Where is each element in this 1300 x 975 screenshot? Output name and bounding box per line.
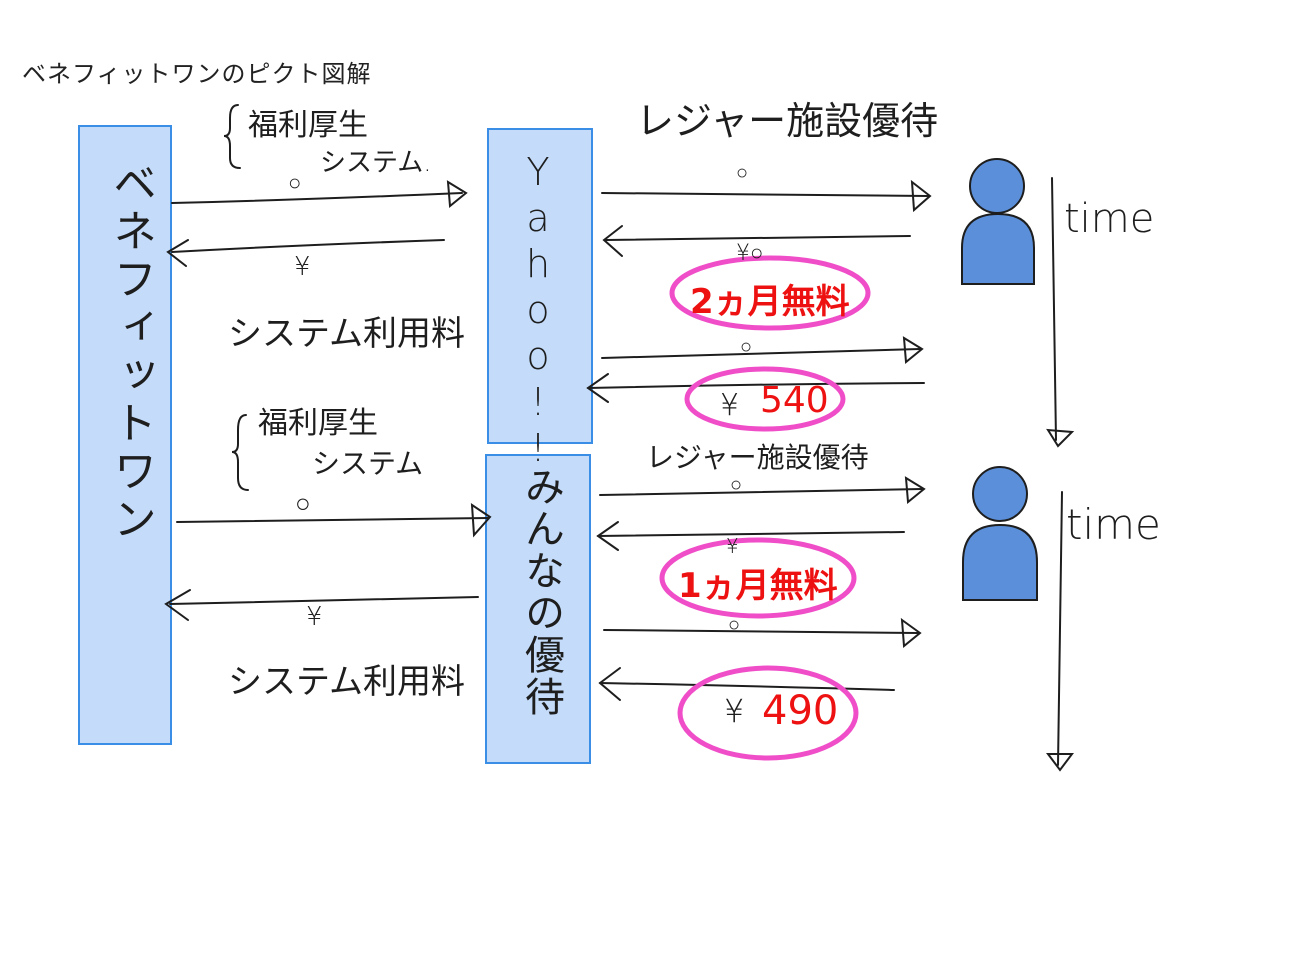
arrow-service-to-minna [176,517,489,523]
arrow-minna-to-user-2 [603,629,919,634]
right-bottom-highlight-1: 1ヵ月無料 [678,566,838,606]
right-top-highlight-2: 540 [760,380,829,421]
bottom-fee-label: システム利用料 [228,662,465,702]
highlight-circle-540 [684,366,846,432]
arrow-yahoo-to-user-1 [601,192,929,197]
right-bottom-service-mark-2: ○ [728,612,741,636]
bottom-service-label-2: システム [312,447,424,480]
right-top-price-yen-2: ¥ [720,388,740,423]
arrow-yahoo-to-user-2 [601,348,921,359]
user-bottom [962,466,1038,601]
arrow-user-to-yahoo-1 [605,235,911,241]
right-top-time-label: time [1064,196,1155,242]
minna-label: みんなの優待 [518,466,564,718]
benefit-one-label: ベネフィットワン [105,160,156,544]
top-fee-label: システム利用料 [228,314,465,354]
brace-bottom [231,414,249,491]
right-bottom-time-label: time [1066,500,1161,549]
diagram-title: ベネフィットワンのピクト図解 [22,60,372,88]
bottom-service-mark: ○ [295,489,311,519]
yahoo-label: Yahoo!! [516,150,560,472]
arrow-fee-from-minna [169,596,479,605]
arrow-user-to-minna-2 [599,682,895,691]
bottom-fee-mark: ¥ [306,602,323,632]
highlight-circle-2months [669,255,871,331]
brace-top [223,104,241,169]
arrow-minna-to-user-1 [599,488,923,496]
user-top [961,158,1035,285]
top-service-label-2: システム. [320,148,432,178]
right-top-price-mark-1: ¥○ [736,241,764,266]
top-service-label-1: 福利厚生 [248,108,368,143]
minna-box [485,454,591,764]
highlight-circle-1month [659,537,857,619]
arrow-user-to-yahoo-2 [587,382,925,389]
yahoo-box [487,128,593,444]
right-bottom-price-mark-1: ¥ [726,534,739,558]
arrow-service-to-yahoo [171,192,463,204]
top-fee-mark: ¥ [294,252,311,282]
arrow-fee-from-yahoo [171,239,445,253]
right-top-service-mark-2: ○ [740,334,753,358]
benefit-one-box [78,125,172,745]
right-top-highlight-1: 2ヵ月無料 [690,282,850,322]
highlight-circle-490 [677,665,859,761]
right-bottom-price-yen-2: ¥ [724,692,745,730]
time-axis-top [1051,177,1057,441]
right-bottom-highlight-2: 490 [762,688,839,734]
top-service-mark: ○ [288,171,302,196]
arrow-user-to-minna-1 [597,531,905,537]
right-bottom-service-mark-1: ○ [730,472,743,496]
right-bottom-header: レジャー施設優待 [646,441,869,474]
time-axis-bottom [1057,491,1063,766]
right-top-service-mark-1: ○ [736,160,749,184]
bottom-service-label-1: 福利厚生 [258,406,378,441]
right-top-header: レジャー施設優待 [636,99,939,143]
